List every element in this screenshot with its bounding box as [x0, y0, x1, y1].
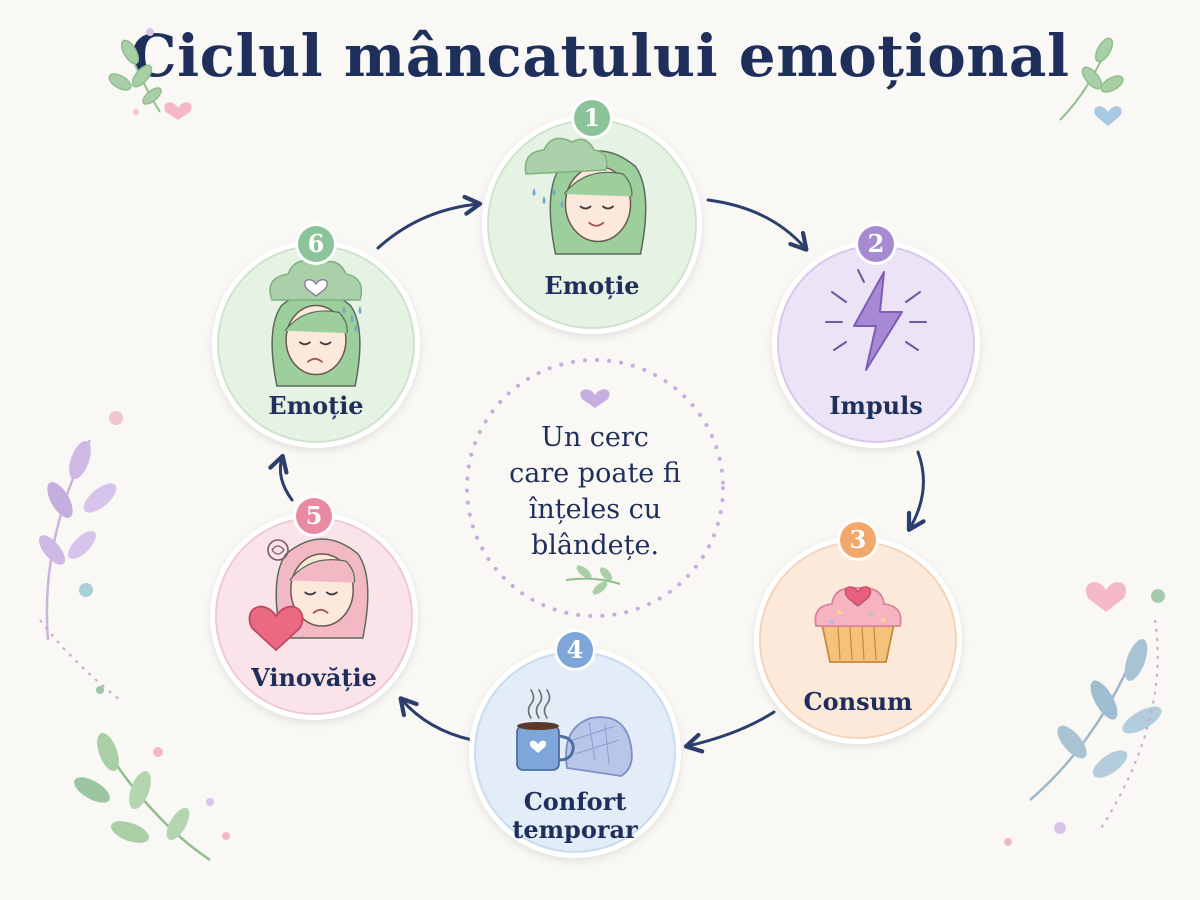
cycle-arrows	[268, 194, 926, 754]
heart-top-left-icon	[164, 102, 192, 120]
center-message-circle: Un cerc care poate fi înțeles cu blândețe.	[465, 358, 725, 618]
sad-face-heart-icon	[248, 538, 369, 652]
mug-blanket-icon	[516, 689, 633, 777]
step-label: Emoție	[268, 391, 363, 420]
dot-decoration	[146, 28, 154, 36]
step-number-badge: 1	[571, 97, 613, 139]
leaf-branch-bottom-right-icon	[1004, 589, 1165, 846]
arrow-4-to-5	[398, 696, 474, 742]
step-number: 1	[584, 103, 601, 132]
step-number-badge: 5	[293, 495, 335, 537]
dot-decoration	[133, 109, 139, 115]
arrow-3-to-4	[683, 710, 776, 754]
step-label: Consum	[804, 687, 913, 716]
step-number-badge: 3	[837, 519, 879, 561]
center-message: Un cerc care poate fi înțeles cu blândețe.	[509, 422, 681, 561]
step-number-badge: 4	[554, 629, 596, 671]
step-5: Vinovăție 5	[210, 495, 418, 720]
step-number: 4	[567, 635, 584, 664]
leaf-sprig-top-left-icon	[108, 39, 162, 113]
step-number: 3	[850, 525, 867, 554]
step-number-badge: 2	[855, 223, 897, 265]
arrow-5-to-6	[268, 453, 294, 502]
step-label: Emoție	[544, 271, 639, 300]
step-label: Impuls	[829, 391, 922, 420]
step-1: Emoție 1	[482, 97, 702, 334]
arrow-2-to-3	[906, 450, 926, 532]
heart-center-icon	[580, 389, 610, 408]
step-label: Vinovăție	[250, 663, 377, 692]
leaf-branch-left-icon	[38, 411, 123, 701]
cupcake-icon	[814, 586, 902, 663]
step-3: Consum 3	[754, 519, 962, 744]
step-2: Impuls 2	[772, 223, 980, 448]
heart-bottom-right-icon	[1085, 582, 1127, 612]
step-number: 2	[868, 229, 885, 258]
lightning-icon	[825, 269, 927, 371]
heart-top-right-icon	[1094, 106, 1122, 126]
arrow-6-to-1	[376, 194, 483, 250]
rain-cloud-face-icon	[524, 137, 647, 255]
center-message-line: blândețe.	[531, 530, 659, 561]
page-title: Ciclul mâncatului emoțional	[130, 22, 1070, 90]
leaf-center-icon	[565, 565, 621, 595]
arrow-1-to-2	[706, 198, 809, 252]
step-6: Emoție 6	[212, 223, 420, 448]
center-message-line: Un cerc	[541, 422, 649, 453]
center-message-line: înțeles cu	[529, 494, 661, 525]
step-number: 6	[308, 229, 325, 258]
step-number-badge: 6	[295, 223, 337, 265]
cloud-heart-face-icon	[269, 259, 363, 387]
leaf-sprig-top-right-icon	[1059, 37, 1124, 121]
leaf-branch-bottom-left-icon	[74, 732, 230, 862]
center-message-line: care poate fi	[509, 458, 681, 489]
step-number: 5	[306, 501, 323, 530]
